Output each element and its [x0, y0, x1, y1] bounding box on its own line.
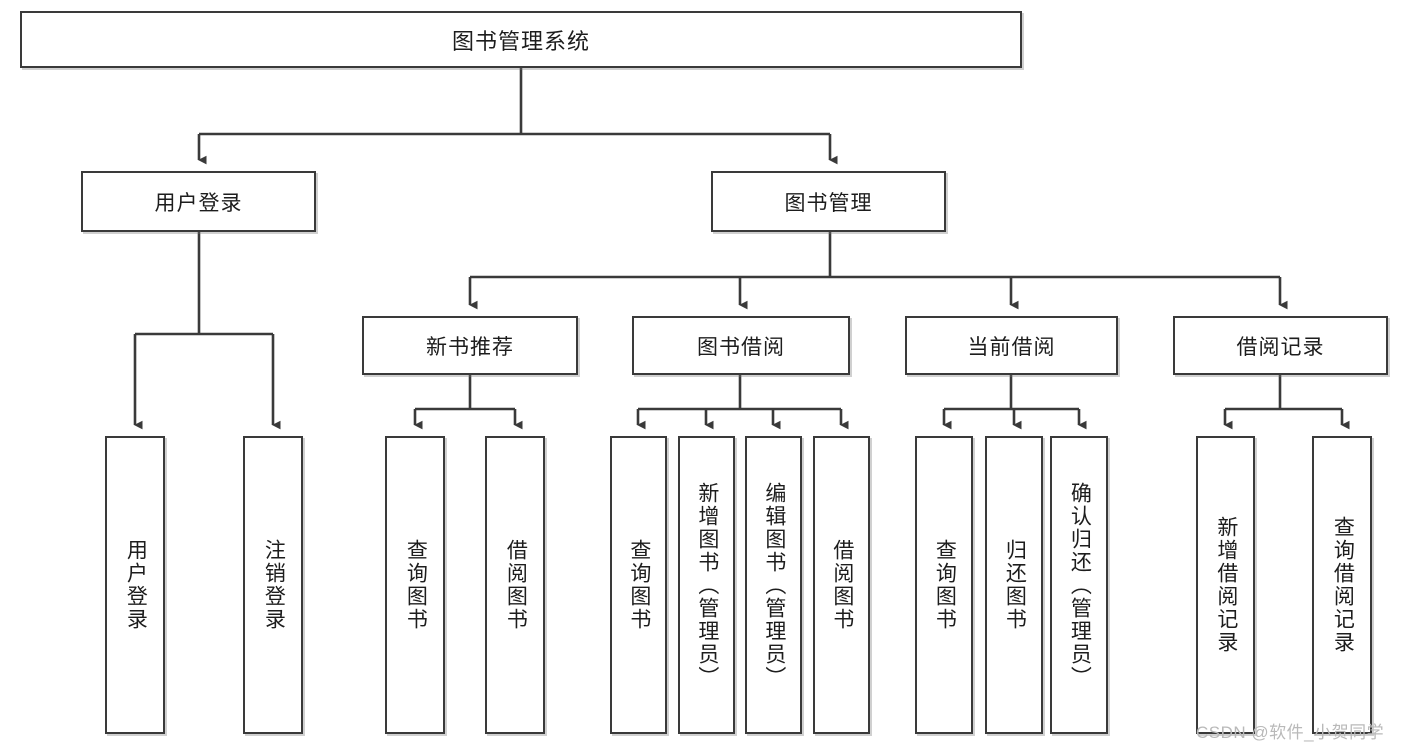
leaf-user-login[interactable]: 用户登录: [105, 436, 165, 734]
leaf-add-book-admin[interactable]: 新增图书（管理员）: [678, 436, 735, 734]
leaf-label: 编辑图书（管理员）: [762, 481, 786, 689]
leaf-confirm-return-admin[interactable]: 确认归还（管理员）: [1050, 436, 1108, 734]
node-label: 借阅记录: [1236, 335, 1325, 359]
leaf-return-book[interactable]: 归还图书: [985, 436, 1043, 734]
node-root[interactable]: 图书管理系统: [20, 11, 1022, 68]
node-book-borrow[interactable]: 图书借阅: [632, 316, 850, 375]
leaf-label: 查询图书: [933, 539, 957, 631]
leaf-query-book-current[interactable]: 查询图书: [915, 436, 973, 734]
leaf-label: 借阅图书: [504, 539, 528, 631]
node-label: 当前借阅: [967, 335, 1056, 359]
leaf-label: 确认归还（管理员）: [1068, 481, 1092, 689]
node-borrow-record[interactable]: 借阅记录: [1173, 316, 1388, 375]
leaf-label: 用户登录: [124, 539, 148, 631]
leaf-borrow-book[interactable]: 借阅图书: [813, 436, 870, 734]
node-book-management[interactable]: 图书管理: [711, 171, 946, 232]
node-user-login[interactable]: 用户登录: [81, 171, 316, 232]
node-label: 图书管理: [784, 191, 873, 215]
watermark: CSDN @软件_小贺同学: [1196, 723, 1385, 742]
node-label: 图书借阅: [697, 335, 785, 359]
leaf-label: 注销登录: [262, 539, 286, 631]
node-new-book-recommend[interactable]: 新书推荐: [362, 316, 578, 375]
leaf-query-book-recommend[interactable]: 查询图书: [385, 436, 445, 734]
leaf-label: 查询借阅记录: [1331, 516, 1355, 654]
leaf-label: 查询图书: [404, 539, 428, 631]
node-label: 用户登录: [154, 191, 243, 215]
leaf-query-borrow-record[interactable]: 查询借阅记录: [1312, 436, 1372, 734]
leaf-borrow-book-recommend[interactable]: 借阅图书: [485, 436, 545, 734]
leaf-query-book-borrow[interactable]: 查询图书: [610, 436, 667, 734]
leaf-edit-book-admin[interactable]: 编辑图书（管理员）: [745, 436, 802, 734]
node-label: 新书推荐: [426, 335, 514, 359]
leaf-label: 归还图书: [1003, 539, 1027, 631]
leaf-label: 新增图书（管理员）: [695, 481, 719, 689]
leaf-label: 新增借阅记录: [1214, 516, 1238, 654]
node-label: 图书管理系统: [451, 28, 590, 54]
leaf-logout[interactable]: 注销登录: [243, 436, 303, 734]
leaf-add-borrow-record[interactable]: 新增借阅记录: [1196, 436, 1255, 734]
leaf-label: 借阅图书: [830, 539, 854, 631]
node-current-borrow[interactable]: 当前借阅: [905, 316, 1118, 375]
leaf-label: 查询图书: [627, 539, 651, 631]
